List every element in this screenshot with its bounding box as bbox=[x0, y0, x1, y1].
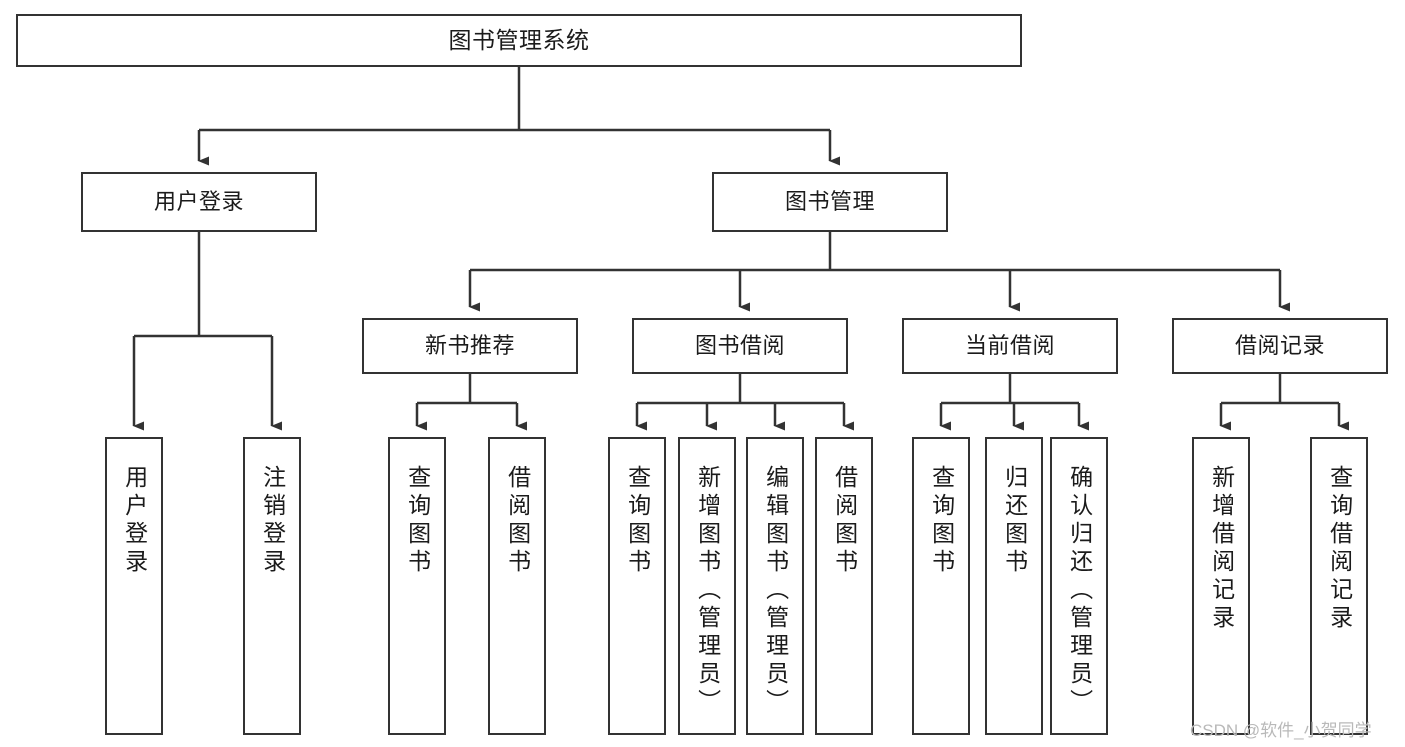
node-label-leaf-query-book-1: 查询图书 bbox=[404, 465, 431, 577]
node-leaf-add-record[interactable]: 新增借阅记录 bbox=[1192, 437, 1250, 735]
node-leaf-query-book-1[interactable]: 查询图书 bbox=[388, 437, 446, 735]
node-label-book-manage: 图书管理 bbox=[784, 189, 875, 215]
node-label-leaf-confirm-return: 确认归还（管理员） bbox=[1066, 465, 1093, 717]
node-borrow-record[interactable]: 借阅记录 bbox=[1172, 318, 1388, 374]
node-label-leaf-logout: 注销登录 bbox=[259, 465, 286, 577]
node-leaf-query-book-3[interactable]: 查询图书 bbox=[912, 437, 970, 735]
node-book-borrow[interactable]: 图书借阅 bbox=[632, 318, 848, 374]
node-leaf-edit-book[interactable]: 编辑图书（管理员） bbox=[746, 437, 804, 735]
node-label-leaf-user-login: 用户登录 bbox=[121, 465, 148, 577]
node-leaf-confirm-return[interactable]: 确认归还（管理员） bbox=[1050, 437, 1108, 735]
node-leaf-query-record[interactable]: 查询借阅记录 bbox=[1310, 437, 1368, 735]
node-root[interactable]: 图书管理系统 bbox=[16, 14, 1022, 67]
node-label-leaf-add-record: 新增借阅记录 bbox=[1208, 465, 1235, 633]
node-label-user-login: 用户登录 bbox=[153, 189, 244, 215]
node-label-leaf-query-book-3: 查询图书 bbox=[928, 465, 955, 577]
node-label-leaf-query-book-2: 查询图书 bbox=[624, 465, 651, 577]
node-user-login[interactable]: 用户登录 bbox=[81, 172, 317, 232]
connector-group bbox=[132, 67, 1349, 431]
node-label-leaf-edit-book: 编辑图书（管理员） bbox=[762, 465, 789, 717]
node-leaf-borrow-book-2[interactable]: 借阅图书 bbox=[815, 437, 873, 735]
node-leaf-logout[interactable]: 注销登录 bbox=[243, 437, 301, 735]
node-label-book-borrow: 图书借阅 bbox=[694, 333, 785, 359]
node-leaf-user-login[interactable]: 用户登录 bbox=[105, 437, 163, 735]
node-leaf-borrow-book-1[interactable]: 借阅图书 bbox=[488, 437, 546, 735]
node-label-borrow-record: 借阅记录 bbox=[1234, 333, 1325, 359]
node-label-leaf-query-record: 查询借阅记录 bbox=[1326, 465, 1353, 633]
node-leaf-add-book[interactable]: 新增图书（管理员） bbox=[678, 437, 736, 735]
node-leaf-query-book-2[interactable]: 查询图书 bbox=[608, 437, 666, 735]
node-label-current-borrow: 当前借阅 bbox=[964, 333, 1055, 359]
node-label-leaf-borrow-book-2: 借阅图书 bbox=[831, 465, 858, 577]
node-label-leaf-add-book: 新增图书（管理员） bbox=[694, 465, 721, 717]
node-new-book-recommend[interactable]: 新书推荐 bbox=[362, 318, 578, 374]
node-leaf-return-book[interactable]: 归还图书 bbox=[985, 437, 1043, 735]
node-label-root: 图书管理系统 bbox=[448, 26, 590, 53]
node-label-new-book-recommend: 新书推荐 bbox=[424, 333, 515, 359]
node-current-borrow[interactable]: 当前借阅 bbox=[902, 318, 1118, 374]
node-book-manage[interactable]: 图书管理 bbox=[712, 172, 948, 232]
node-label-leaf-return-book: 归还图书 bbox=[1001, 465, 1028, 577]
node-label-leaf-borrow-book-1: 借阅图书 bbox=[504, 465, 531, 577]
